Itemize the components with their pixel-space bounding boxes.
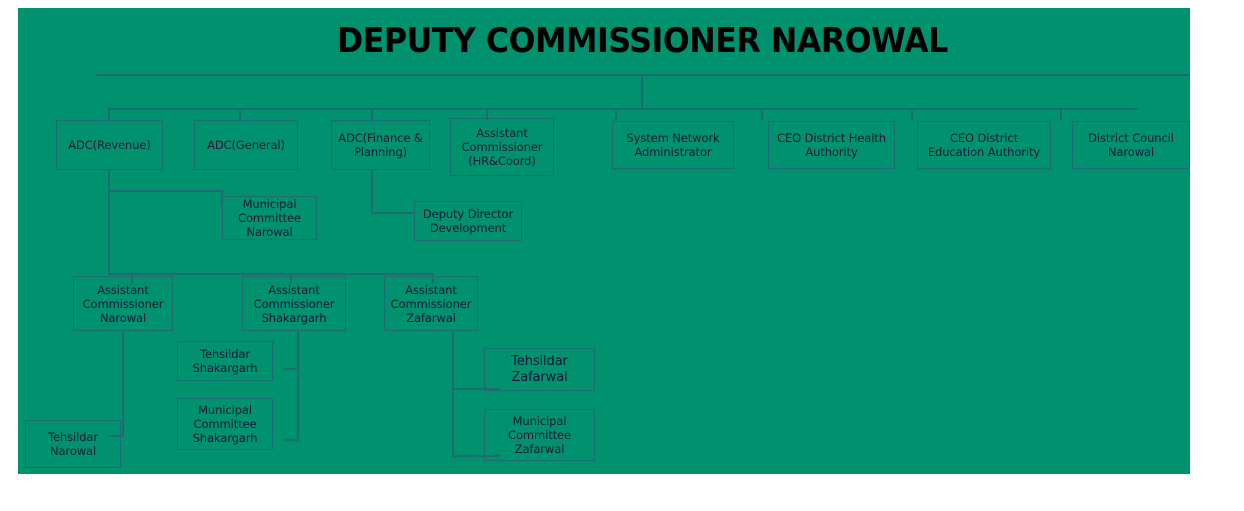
node-label: ADC(Revenue) [68,138,151,152]
connector-stub-adc-revenue [108,108,110,120]
connector-stub-ac-narowal [131,273,133,284]
node-deputy-director-development[interactable]: Deputy Director Development [414,201,522,241]
node-label: ADC(General) [207,138,285,152]
node-municipal-committee-shakargarh[interactable]: Municipal Committee Shakargarh [177,398,273,450]
node-adc-revenue[interactable]: ADC(Revenue) [56,120,163,170]
node-label: District Council Narowal [1088,131,1174,159]
connector-ac-narowal-spine [122,331,124,437]
node-label: CEO District Health Authority [777,131,886,159]
node-ceo-district-education-authority[interactable]: CEO District Education Authority [917,121,1051,169]
connector-stub-sys-net-admin [615,108,617,120]
node-ceo-district-health-authority[interactable]: CEO District Health Authority [768,121,895,169]
node-municipal-committee-narowal[interactable]: Municipal Committee Narowal [222,196,317,240]
connector-stub-adc-finance [371,108,373,120]
chart-title-box: DEPUTY COMMISSIONER NAROWAL [95,8,1190,76]
node-tehsildar-zafarwal[interactable]: Tehsildar Zafarwal [484,348,595,391]
node-label: Assistant Commissioner (HR&Coord) [461,126,543,168]
node-assistant-commissioner-shakargarh[interactable]: Assistant Commissioner Shakargarh [242,276,346,331]
node-label: CEO District Education Authority [927,131,1041,159]
node-assistant-commissioner-narowal[interactable]: Assistant Commissioner Narowal [73,276,173,331]
node-system-network-administrator[interactable]: System Network Administrator [612,121,734,169]
node-adc-finance-planning[interactable]: ADC(Finance & Planning) [331,120,430,170]
connector-adc-revenue-spine [108,170,110,275]
node-label: Municipal Committee Shakargarh [192,403,258,445]
connector-stub-ac-shakargarh [290,273,292,284]
connector-level3-bus [108,273,433,275]
connector-stub-district-council [1060,108,1062,120]
node-label: Tehsildar Zafarwal [511,353,568,385]
node-tehsildar-narowal[interactable]: Tehsildar Narowal [25,420,121,468]
node-label: Municipal Committee Narowal [238,197,301,239]
node-label: Assistant Commissioner Zafarwal [390,282,472,325]
connector-stub-adc-general [239,108,241,120]
node-label: ADC(Finance & Planning) [338,131,423,159]
node-assistant-commissioner-hr-coord[interactable]: Assistant Commissioner (HR&Coord) [450,118,554,176]
node-label: Tehsildar Shakargarh [192,347,258,375]
org-chart-canvas: DEPUTY COMMISSIONER NAROWAL ADC(Revenue)… [18,8,1190,474]
connector-ac-shakargarh-spine [297,331,299,441]
connector-ac-zafarwal-spine [452,331,454,457]
connector-to-mc-zafarwal [452,455,500,457]
connector-stub-ceo-education [911,108,913,120]
node-label: Tehsildar Narowal [48,430,98,458]
node-label: Assistant Commissioner Narowal [82,282,164,325]
connector-stub-ceo-health [761,108,763,120]
connector-level1-bus [108,108,1138,110]
connector-to-mc-narowal [108,190,221,192]
connector-to-tehsildar-narowal [109,435,124,437]
connector-adc-finance-spine [371,170,373,214]
node-label: Assistant Commissioner Shakargarh [253,282,335,325]
node-adc-general[interactable]: ADC(General) [194,120,298,170]
node-tehsildar-shakargarh[interactable]: Tehsildar Shakargarh [177,341,273,381]
connector-to-tehsildar-zafarwal [452,388,500,390]
node-municipal-committee-zafarwal[interactable]: Municipal Committee Zafarwal [484,409,595,461]
node-assistant-commissioner-zafarwal[interactable]: Assistant Commissioner Zafarwal [384,276,478,331]
connector-title-drop [641,76,643,110]
page-title: DEPUTY COMMISSIONER NAROWAL [337,21,948,61]
node-district-council-narowal[interactable]: District Council Narowal [1072,121,1190,169]
connector-to-tehsildar-shakargarh [284,368,299,370]
connector-to-deputy-director [371,212,415,214]
node-label: System Network Administrator [626,131,720,159]
connector-stub-ac-hr [486,108,488,120]
connector-stub-ac-zafarwal [432,273,434,284]
node-label: Deputy Director Development [422,207,514,235]
node-label: Municipal Committee Zafarwal [508,414,571,456]
connector-to-mc-shakargarh [284,439,299,441]
